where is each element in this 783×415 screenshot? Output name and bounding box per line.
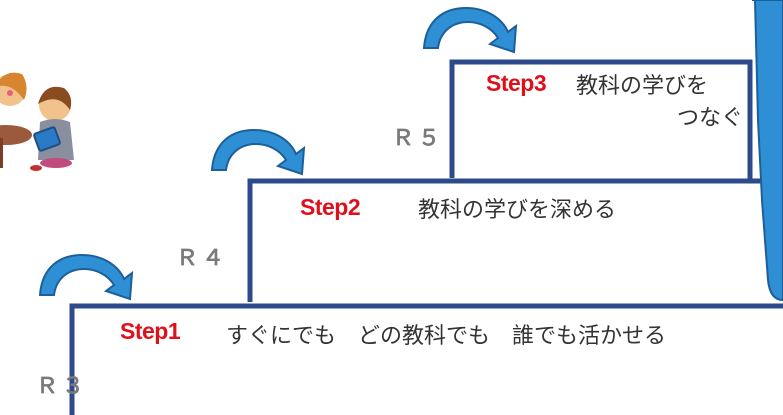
step3-text-line2: つなぐ (676, 106, 743, 131)
curved-arrow-icon (39, 254, 133, 300)
step2-text: 教科の学びを深める (418, 198, 617, 223)
step3-label: Step3 (486, 70, 547, 96)
step3-text-line1: 教科の学びを (576, 74, 709, 99)
step1-label: Step1 (120, 318, 181, 344)
year-label-r4: Ｒ４ (176, 246, 229, 271)
year-label-r5: Ｒ５ (392, 126, 445, 151)
children-with-tablet-illustration (0, 72, 74, 171)
curved-arrow-icon (211, 129, 305, 175)
step2-label: Step2 (300, 194, 361, 220)
step2-outline (247, 178, 783, 302)
step1-text: すぐにでも どの教科でも 誰でも活かせる (226, 324, 667, 349)
curved-arrow-icon (423, 7, 517, 53)
step3-outline (449, 59, 753, 181)
step1-outline (69, 303, 783, 415)
year-label-r3: Ｒ３ (36, 374, 89, 399)
